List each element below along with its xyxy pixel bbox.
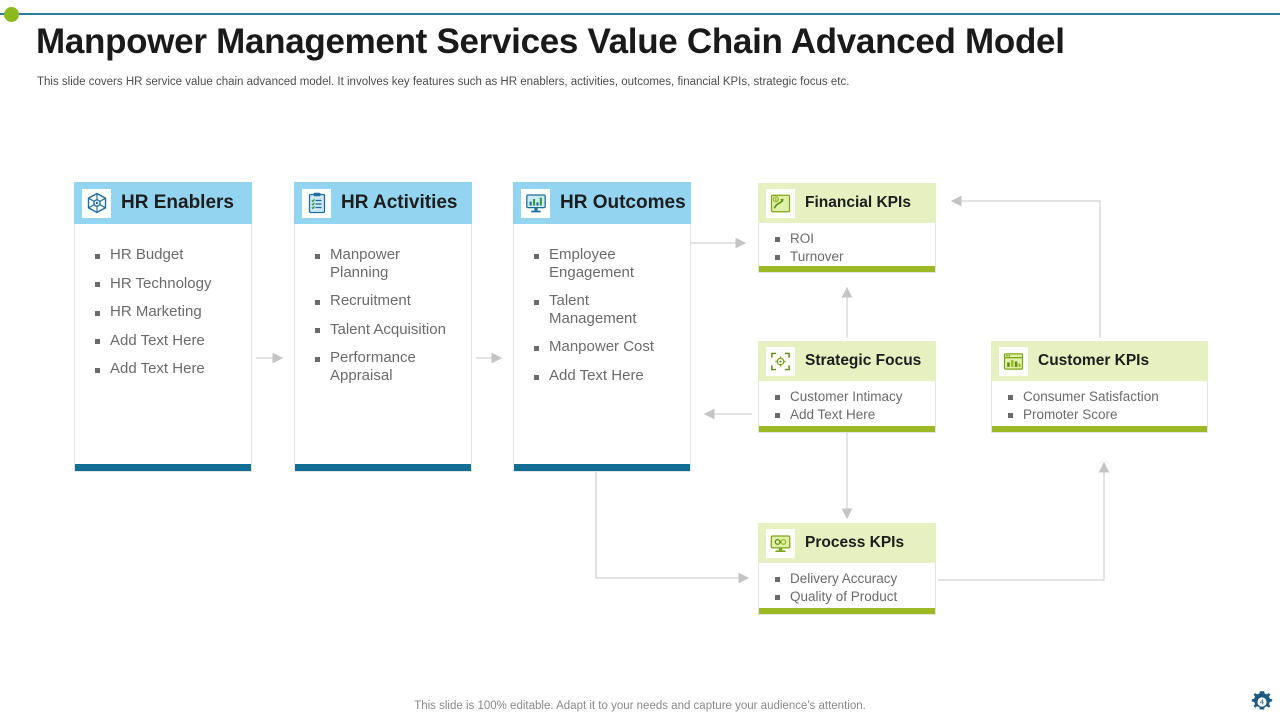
list-item: Quality of Product	[771, 588, 925, 606]
monitor-chart-icon	[521, 188, 550, 218]
list-item: Add Text Here	[93, 360, 237, 378]
list-item: Delivery Accuracy	[771, 570, 925, 588]
svg-text:$: $	[775, 196, 778, 201]
card-hr-enablers-header: HR Enablers	[74, 182, 252, 224]
financial-kpis-list: ROI Turnover	[771, 230, 925, 265]
card-strategic-focus[interactable]: Strategic Focus Customer Intimacy Add Te…	[758, 341, 936, 433]
card-process-kpis-body: Delivery Accuracy Quality of Product	[758, 563, 936, 615]
list-item: Talent Acquisition	[313, 321, 457, 339]
card-hr-activities-header: HR Activities	[294, 182, 472, 224]
list-item: Employee Engagement	[532, 246, 676, 281]
list-item: Turnover	[771, 248, 925, 266]
list-item: Performance Appraisal	[313, 349, 457, 384]
card-strategic-focus-title: Strategic Focus	[805, 352, 922, 369]
network-hub-icon	[82, 188, 111, 218]
connector-outcomes-to-process	[595, 472, 750, 584]
card-hr-outcomes-accent-bar	[514, 464, 690, 471]
money-growth-icon: $	[766, 188, 795, 218]
target-focus-icon	[766, 346, 795, 376]
list-item: HR Marketing	[93, 303, 237, 321]
card-process-kpis[interactable]: Process KPIs Delivery Accuracy Quality o…	[758, 523, 936, 615]
card-financial-kpis-title: Financial KPIs	[805, 194, 911, 211]
card-hr-activities-body: Manpower Planning Recruitment Talent Acq…	[294, 224, 472, 472]
list-item: Recruitment	[313, 292, 457, 310]
browser-bar-chart-icon	[999, 346, 1028, 376]
card-process-kpis-title: Process KPIs	[805, 534, 905, 551]
list-item: HR Technology	[93, 275, 237, 293]
card-customer-kpis-title: Customer KPIs	[1038, 352, 1150, 369]
card-financial-kpis-header: $ Financial KPIs	[758, 183, 936, 223]
connector-customer-to-financial	[950, 195, 1101, 338]
card-customer-kpis[interactable]: Customer KPIs Consumer Satisfaction Prom…	[991, 341, 1208, 433]
card-financial-kpis-body: ROI Turnover	[758, 223, 936, 273]
list-item: Add Text Here	[771, 406, 925, 424]
card-hr-enablers[interactable]: HR Enablers HR Budget HR Technology HR M…	[74, 182, 252, 472]
card-strategic-focus-accent-bar	[759, 426, 935, 432]
card-financial-kpis-accent-bar	[759, 266, 935, 272]
card-strategic-focus-body: Customer Intimacy Add Text Here	[758, 381, 936, 433]
hr-enablers-list: HR Budget HR Technology HR Marketing Add…	[93, 246, 237, 378]
footer-note: This slide is 100% editable. Adapt it to…	[414, 700, 866, 712]
gear-icon[interactable]: 4	[1248, 688, 1276, 716]
top-accent-dot	[4, 7, 19, 22]
svg-text:4: 4	[1260, 699, 1265, 707]
list-item: Talent Management	[532, 292, 676, 327]
page-title: Manpower Management Services Value Chain…	[36, 22, 1065, 61]
card-hr-outcomes-body: Employee Engagement Talent Management Ma…	[513, 224, 691, 472]
page-subtitle: This slide covers HR service value chain…	[37, 76, 850, 88]
card-hr-outcomes[interactable]: HR Outcomes Employee Engagement Talent M…	[513, 182, 691, 472]
clipboard-checklist-icon	[302, 188, 331, 218]
list-item: ROI	[771, 230, 925, 248]
list-item: Manpower Cost	[532, 338, 676, 356]
customer-kpis-list: Consumer Satisfaction Promoter Score	[1004, 388, 1197, 423]
list-item: Consumer Satisfaction	[1004, 388, 1197, 406]
card-hr-activities-accent-bar	[295, 464, 471, 471]
hr-activities-list: Manpower Planning Recruitment Talent Acq…	[313, 246, 457, 384]
list-item: Add Text Here	[93, 332, 237, 350]
card-process-kpis-accent-bar	[759, 608, 935, 614]
card-hr-outcomes-header: HR Outcomes	[513, 182, 691, 224]
top-accent-rule	[0, 13, 1280, 15]
connector-process-to-customer	[938, 461, 1110, 581]
strategic-focus-list: Customer Intimacy Add Text Here	[771, 388, 925, 423]
card-hr-activities-title: HR Activities	[341, 192, 458, 213]
list-item: Manpower Planning	[313, 246, 457, 281]
process-kpis-list: Delivery Accuracy Quality of Product	[771, 570, 925, 605]
card-hr-activities[interactable]: HR Activities Manpower Planning Recruitm…	[294, 182, 472, 472]
card-customer-kpis-header: Customer KPIs	[991, 341, 1208, 381]
list-item: Promoter Score	[1004, 406, 1197, 424]
card-customer-kpis-accent-bar	[992, 426, 1207, 432]
list-item: Add Text Here	[532, 367, 676, 385]
card-strategic-focus-header: Strategic Focus	[758, 341, 936, 381]
card-hr-outcomes-title: HR Outcomes	[560, 192, 686, 213]
card-hr-enablers-title: HR Enablers	[121, 192, 234, 213]
card-hr-enablers-body: HR Budget HR Technology HR Marketing Add…	[74, 224, 252, 472]
hr-outcomes-list: Employee Engagement Talent Management Ma…	[532, 246, 676, 384]
monitor-process-icon	[766, 528, 795, 558]
card-financial-kpis[interactable]: $ Financial KPIs ROI Turnover	[758, 183, 936, 273]
list-item: HR Budget	[93, 246, 237, 264]
card-hr-enablers-accent-bar	[75, 464, 251, 471]
card-process-kpis-header: Process KPIs	[758, 523, 936, 563]
card-customer-kpis-body: Consumer Satisfaction Promoter Score	[991, 381, 1208, 433]
list-item: Customer Intimacy	[771, 388, 925, 406]
